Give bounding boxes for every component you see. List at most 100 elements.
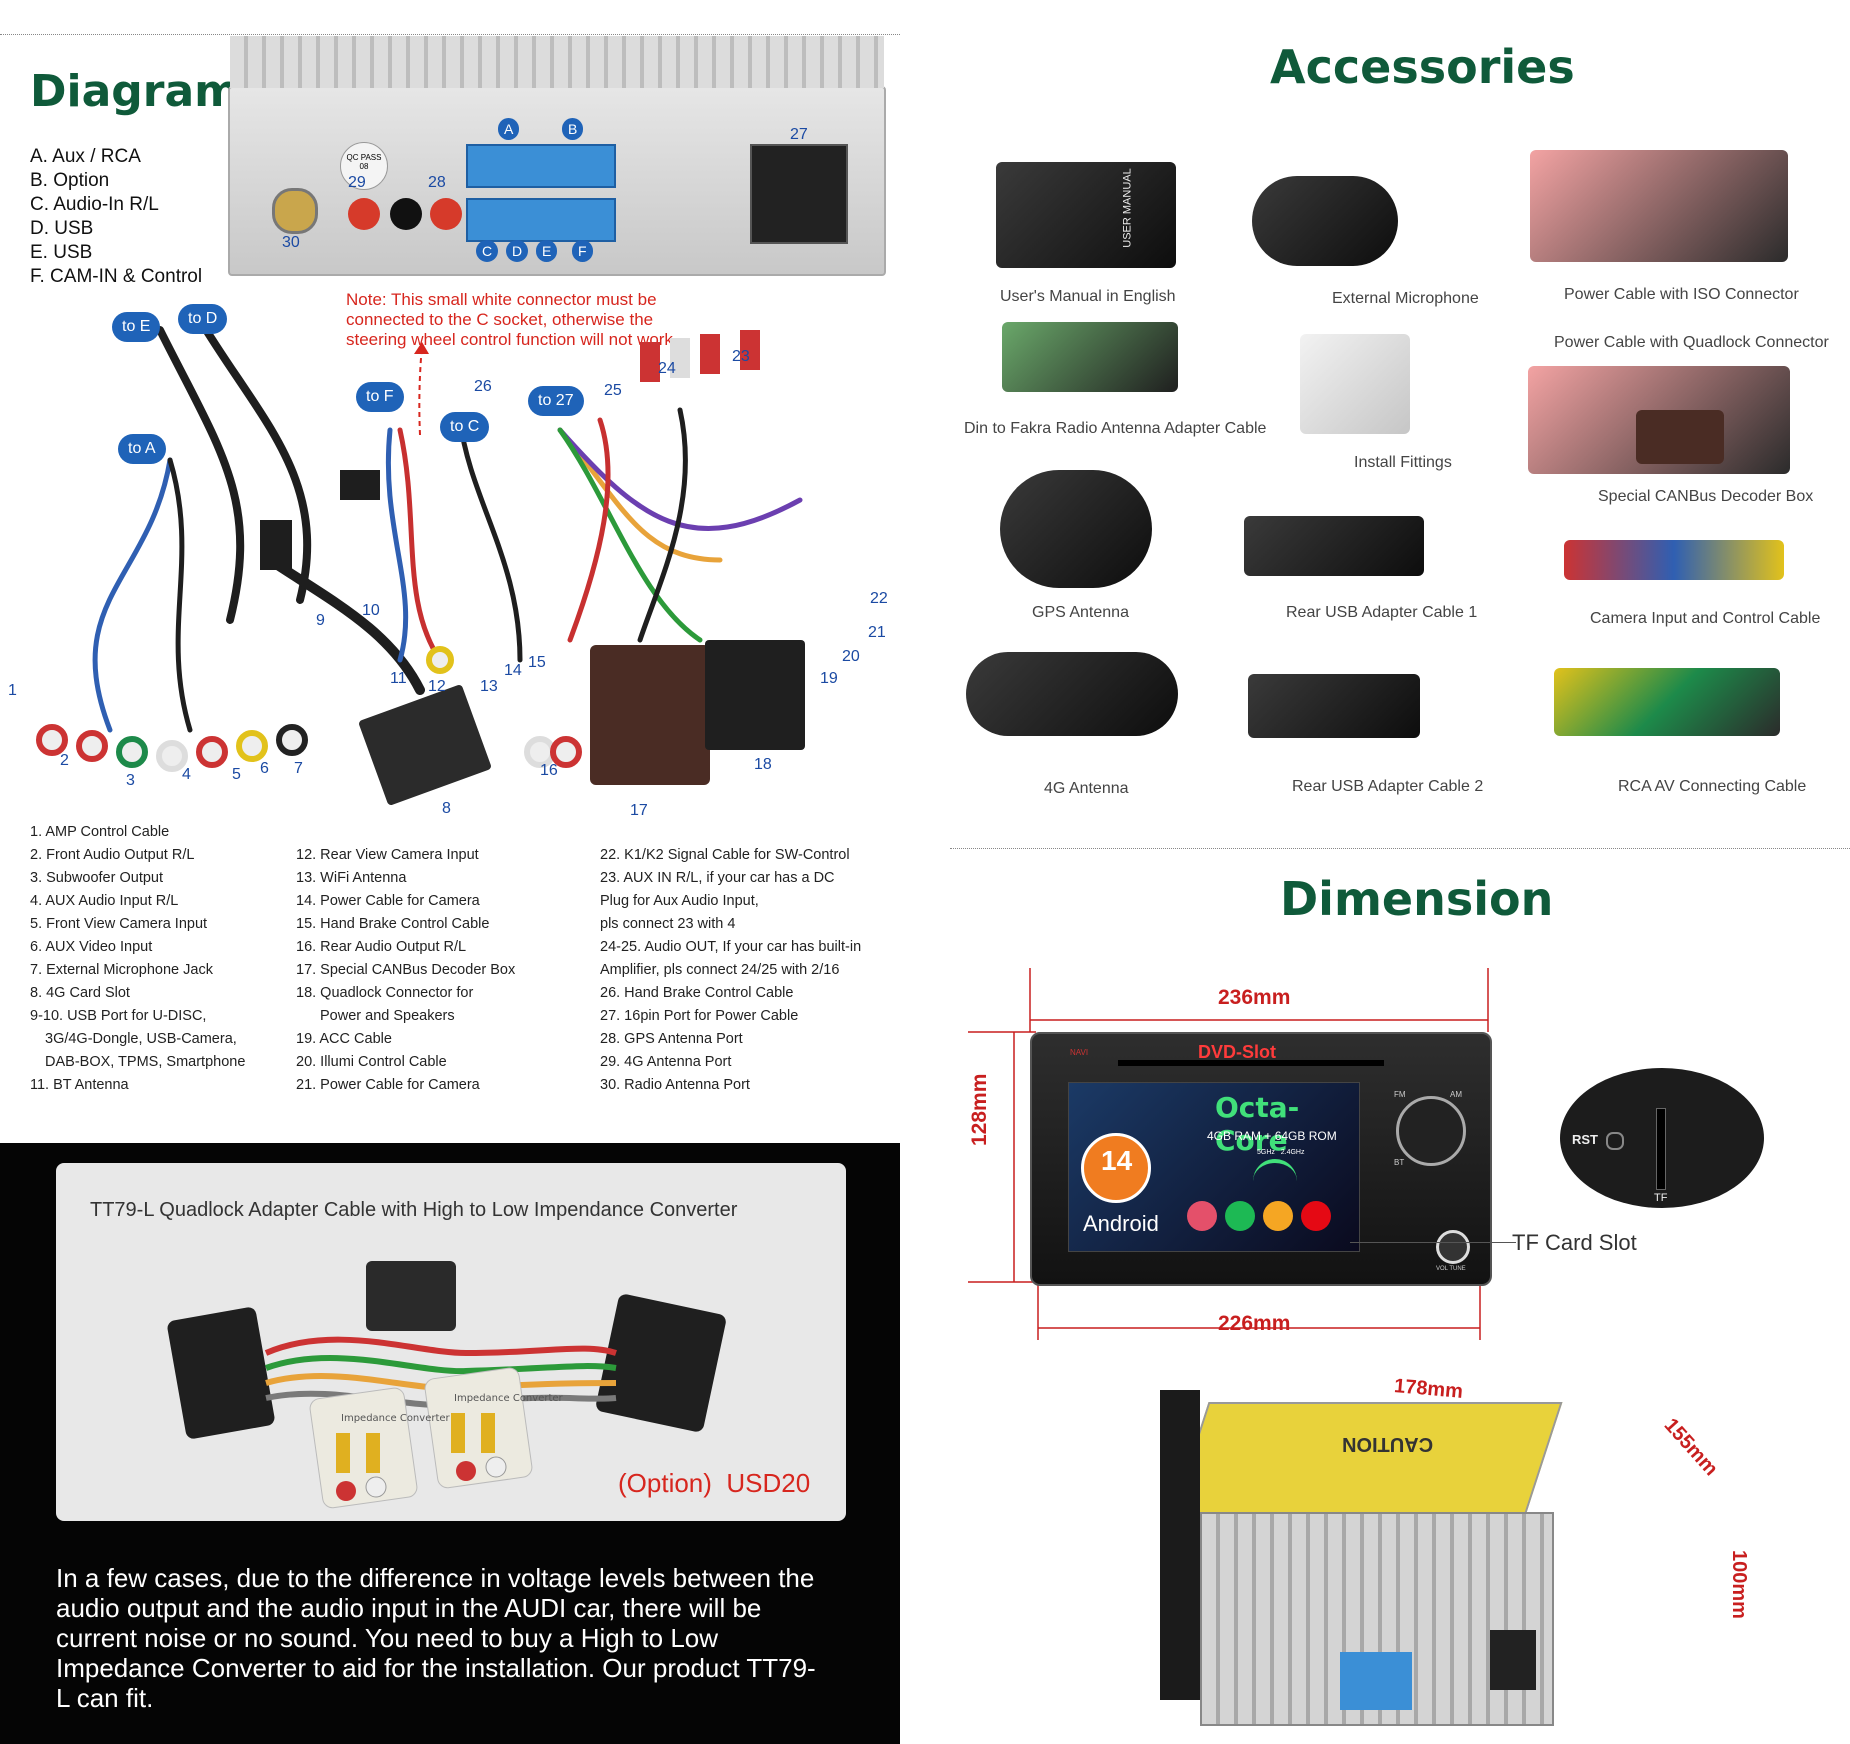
diagram-title: Diagram: [30, 66, 241, 117]
wifi-bands: 5GHz 2.4GHz: [1257, 1149, 1305, 1156]
marker-10: 10: [362, 602, 380, 619]
rca-av-cable-image: [1554, 668, 1780, 736]
canbus-box-image: [1636, 410, 1724, 464]
list-item: 21. Power Cable for Camera: [296, 1077, 480, 1093]
port-center: [390, 198, 422, 230]
caption-gps-antenna: GPS Antenna: [1032, 604, 1129, 621]
android-version: 14: [1101, 1145, 1133, 1176]
list-item: 6. AUX Video Input: [30, 939, 153, 955]
marker-19: 19: [820, 670, 838, 687]
tf-card-slot-label: TF Card Slot: [1512, 1230, 1637, 1255]
rear-power-port: [1490, 1630, 1536, 1690]
depth-b-label: 155mm: [1659, 1414, 1723, 1481]
list-item: 16. Rear Audio Output R/L: [296, 939, 467, 955]
list-item: Amplifier, pls connect 24/25 with 2/16: [600, 962, 840, 978]
list-item: 2. Front Audio Output R/L: [30, 847, 195, 863]
marker-6: 6: [260, 760, 269, 777]
list-item: 11. BT Antenna: [30, 1077, 129, 1093]
unit-back-panel: QC PASS 08: [228, 36, 886, 276]
dimension-section: Dimension 236mm 226mm 128mm DVD-Slot NAV…: [900, 850, 1850, 1744]
button-vol-tune: VOL TUNE: [1436, 1266, 1466, 1272]
tf-slot-zoom: RST TF: [1560, 1068, 1764, 1208]
list-item: 27. 16pin Port for Power Cable: [600, 1008, 799, 1024]
fourg-antenna-image: [966, 652, 1178, 736]
list-item: pls connect 23 with 4: [600, 916, 736, 932]
marker-1: 1: [8, 682, 17, 699]
marker-8: 8: [442, 800, 451, 817]
install-fittings-image: [1300, 334, 1410, 434]
memory-label: 4GB RAM + 64GB ROM: [1207, 1129, 1337, 1143]
socket-label-c: C: [476, 240, 499, 262]
octa-core-label: Octa-Core: [1215, 1091, 1300, 1157]
socket-label-b: B: [562, 118, 584, 140]
caption-external-microphone: External Microphone: [1332, 290, 1479, 307]
list-item: 28. GPS Antenna Port: [600, 1031, 743, 1047]
steering-note: Note: This small white connector must be…: [346, 290, 678, 349]
marker-3: 3: [126, 772, 135, 789]
caption-fourg-antenna: 4G Antenna: [1044, 780, 1129, 797]
list-item: 7. External Microphone Jack: [30, 962, 213, 978]
android-logo-icon: [1081, 1133, 1151, 1203]
socket-label-a: A: [498, 118, 520, 140]
list-item: 12. Rear View Camera Input: [296, 847, 479, 863]
badge-to-e: to E: [112, 312, 161, 342]
camera-cable-image: [1564, 540, 1784, 580]
marker-26: 26: [474, 378, 492, 395]
caption-user-manual: User's Manual in English: [1000, 288, 1176, 305]
socket-c-f: [466, 198, 616, 242]
marker-13: 13: [480, 678, 498, 695]
list-item: 4. AUX Audio Input R/L: [30, 893, 179, 909]
adapter-card: TT79-L Quadlock Adapter Cable with High …: [56, 1163, 846, 1521]
list-item: Plug for Aux Audio Input,: [600, 893, 759, 909]
socket-label-e: E: [536, 240, 558, 262]
note-arrow: [414, 342, 429, 436]
list-item: DAB-BOX, TPMS, Smartphone: [45, 1054, 246, 1070]
list-item: 3. Subwoofer Output: [30, 870, 163, 886]
marker-4: 4: [182, 766, 191, 783]
socket-a-b: [466, 144, 616, 188]
gps-antenna-port: [348, 198, 380, 230]
caption-quadlock-cable: Power Cable with Quadlock Connector: [1554, 334, 1829, 351]
adapter-section: TT79-L Quadlock Adapter Cable with High …: [0, 1143, 900, 1744]
accessories-section: Accessories USER MANUAL User's Manual in…: [900, 0, 1850, 850]
top-divider: [0, 34, 900, 35]
legend-a: A. Aux / RCA: [30, 146, 141, 167]
head-unit-front: DVD-Slot NAVI Octa-Core 4GB RAM + 64GB R…: [1030, 1032, 1492, 1286]
adapter-title: TT79-L Quadlock Adapter Cable with High …: [90, 1199, 738, 1221]
list-item: 14. Power Cable for Camera: [296, 893, 480, 909]
list-item: 13. WiFi Antenna: [296, 870, 407, 886]
head-unit-back-view: CAUTION: [1110, 1390, 1610, 1730]
list-item: 1. AMP Control Cable: [30, 824, 170, 840]
tf-pointer-line: [1350, 1242, 1516, 1243]
tf-slot: [1656, 1108, 1666, 1190]
list-item: Power and Speakers: [320, 1008, 455, 1024]
width-bottom-label: 226mm: [1218, 1312, 1291, 1335]
marker-22: 22: [870, 590, 888, 607]
rear-blue-sockets: [1340, 1652, 1412, 1710]
legend-b: B. Option: [30, 170, 110, 191]
badge-to-a: to A: [118, 434, 166, 464]
rst-label: RST: [1572, 1132, 1598, 1147]
list-item: 9-10. USB Port for U-DISC,: [30, 1008, 207, 1024]
app-icon-3: [1263, 1201, 1293, 1231]
marker-7: 7: [294, 760, 303, 777]
marker-17: 17: [630, 802, 648, 819]
marker-2: 2: [60, 752, 69, 769]
legend-c: C. Audio-In R/L: [30, 194, 159, 215]
marker-18: 18: [754, 756, 772, 773]
marker-21: 21: [868, 624, 886, 641]
gps-antenna-image: [1000, 470, 1152, 588]
section-divider: [950, 848, 1850, 849]
front-bezel-side: [1160, 1390, 1200, 1700]
tf-label: TF: [1654, 1192, 1668, 1204]
list-item: 22. K1/K2 Signal Cable for SW-Control: [600, 847, 850, 863]
dimension-title: Dimension: [1280, 872, 1554, 926]
badge-to-27: to 27: [528, 386, 584, 416]
power-knob: [1396, 1096, 1466, 1166]
marker-9: 9: [316, 612, 325, 629]
adapter-price: (Option) USD20: [618, 1468, 811, 1498]
marker-14: 14: [504, 662, 522, 679]
socket-label-f: F: [572, 240, 593, 262]
marker-15: 15: [528, 654, 546, 671]
height-label: 128mm: [968, 1073, 991, 1146]
